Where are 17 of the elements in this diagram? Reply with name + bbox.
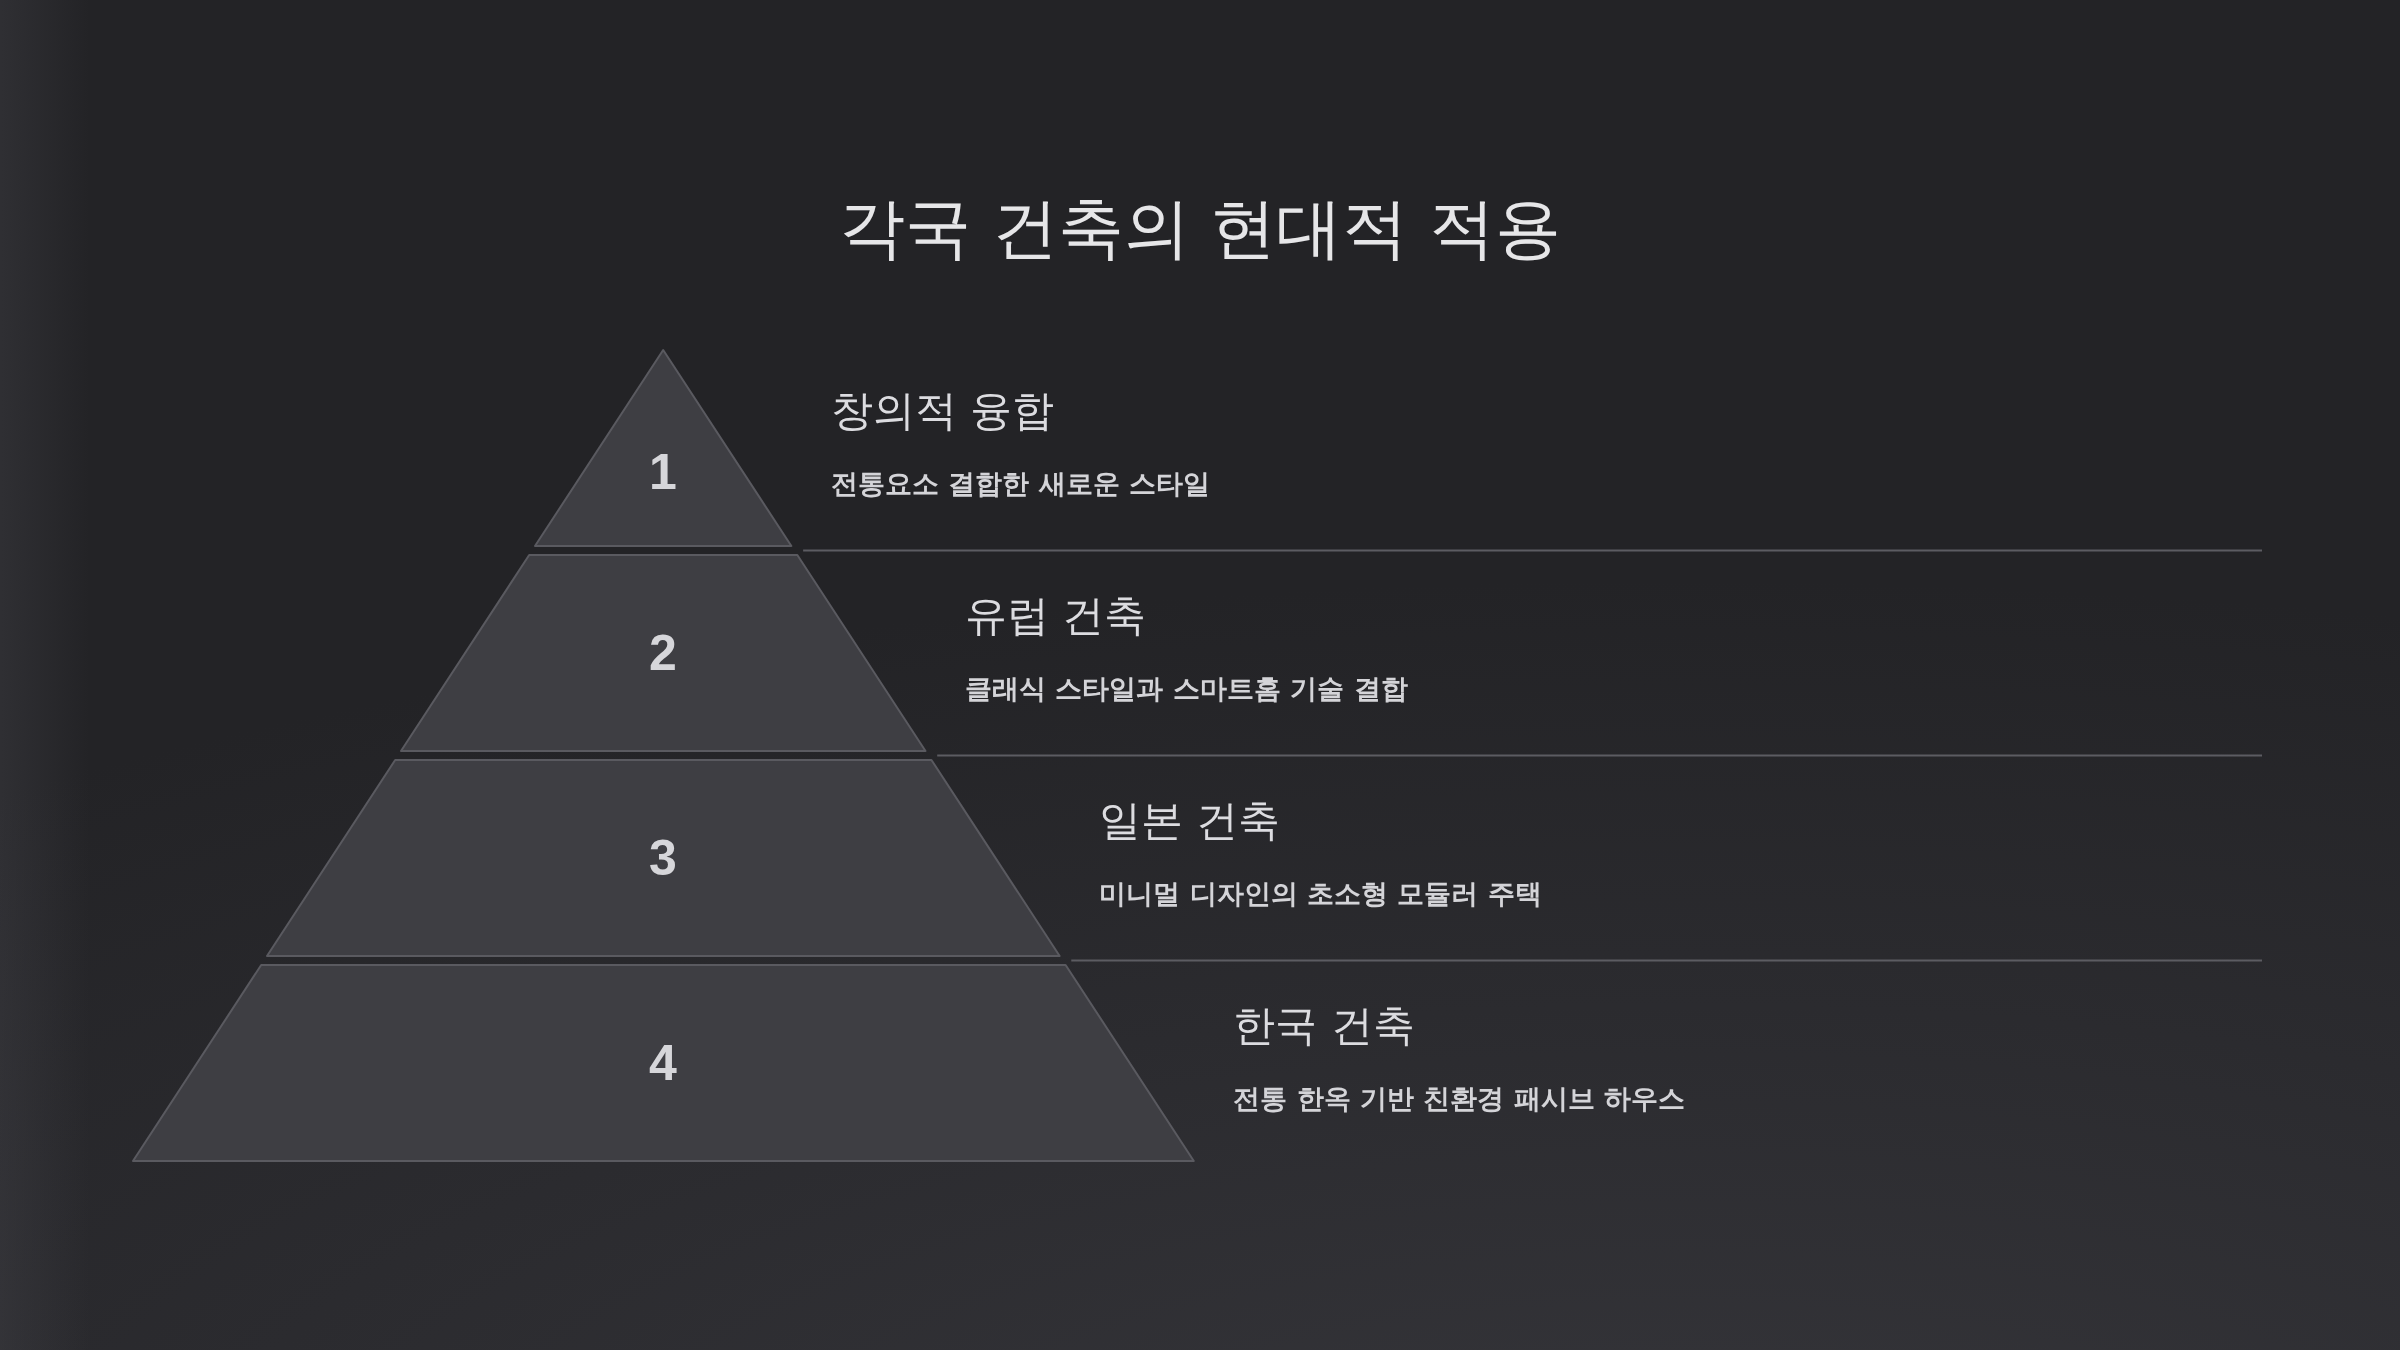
pyramid-tier: [132, 965, 1194, 1161]
pyramid-tier: [400, 555, 926, 751]
pyramid-tier: [534, 350, 792, 546]
tier-description: 전통 한옥 기반 친환경 패시브 하우스: [1233, 1082, 1686, 1116]
tier-number: 4: [649, 1038, 677, 1088]
tier-heading: 창의적 융합: [831, 386, 1055, 437]
tier-heading: 유럽 건축: [965, 591, 1147, 642]
tier-number: 3: [649, 833, 677, 883]
tier-heading: 일본 건축: [1099, 796, 1281, 847]
tier-description: 클래식 스타일과 스마트홈 기술 결합: [965, 672, 1408, 706]
tier-number: 2: [649, 628, 677, 678]
tier-heading: 한국 건축: [1233, 1001, 1415, 1052]
tier-description: 미니멀 디자인의 초소형 모듈러 주택: [1099, 877, 1542, 911]
pyramid-tier: [266, 760, 1060, 956]
tier-description: 전통요소 결합한 새로운 스타일: [831, 467, 1211, 501]
tier-number: 1: [649, 446, 677, 497]
title: 각국 건축의 현대적 적용: [838, 189, 1562, 269]
